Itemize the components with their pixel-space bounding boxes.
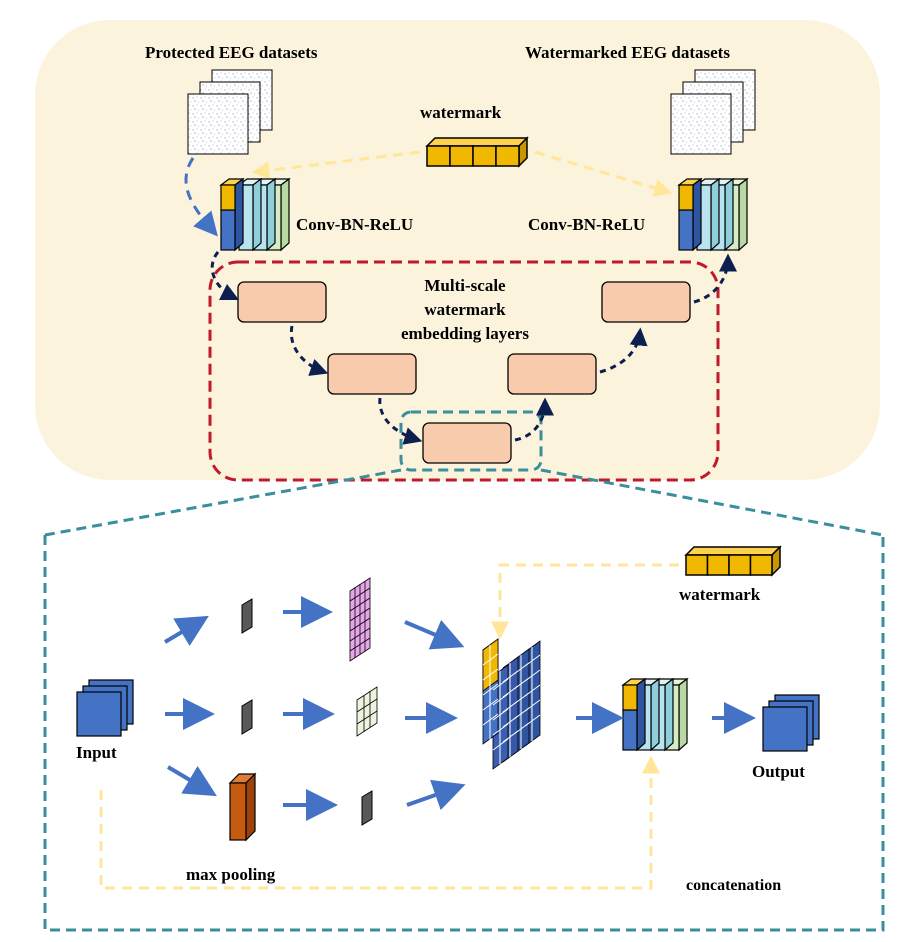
watermark-label-detail: watermark: [679, 585, 761, 604]
max-pooling-label: max pooling: [186, 865, 276, 884]
protected-eeg-stack: [187, 69, 273, 155]
watermark-block-top: [425, 136, 529, 168]
detail-highlight-box: [399, 410, 543, 472]
conv-bn-relu-block-left: [219, 177, 291, 252]
max-pooling-block: [228, 772, 257, 842]
output-feature-stack: [762, 694, 820, 752]
embedding-block-5: [601, 281, 691, 323]
watermark-arrow-right: [534, 150, 673, 197]
input-flow-arrow: [184, 157, 218, 237]
embedding-title-line-2: watermark: [424, 300, 506, 319]
embedding-title-line-1: Multi-scale: [424, 276, 506, 295]
branch-1-feature: [241, 598, 253, 634]
pink-feature-grid: [349, 577, 371, 662]
watermark-injection-path: [491, 563, 679, 640]
zoom-line-left: [44, 468, 402, 537]
output-label: Output: [752, 762, 805, 781]
concatenated-feature-grid: [482, 638, 541, 770]
embedding-block-1: [237, 281, 327, 323]
input-label: Input: [76, 743, 117, 762]
embedding-layers-box: [208, 260, 720, 482]
embedding-block-4: [507, 353, 597, 395]
branch-3-feature: [361, 790, 373, 826]
embedding-title-line-3: embedding layers: [401, 324, 529, 343]
input-feature-stack: [76, 679, 134, 737]
detail-panel-border: [43, 535, 885, 932]
skip-connection-path: [99, 755, 660, 890]
branch-2-feature: [241, 699, 253, 735]
watermark-arrow-left: [251, 150, 421, 180]
green-feature-grid: [356, 686, 378, 737]
watermarked-eeg-label: Watermarked EEG datasets: [525, 43, 730, 62]
embedding-flow-arrows: [210, 251, 737, 445]
protected-eeg-label: Protected EEG datasets: [145, 43, 318, 62]
embedding-block-2: [327, 353, 417, 395]
detail-flow-arrows: [163, 596, 756, 821]
conv-label-right: Conv-BN-ReLU: [528, 215, 645, 234]
watermark-block-detail: [684, 545, 782, 577]
conv-bn-relu-block-right: [677, 177, 749, 252]
embedding-block-3: [422, 422, 512, 464]
zoom-line-right: [540, 468, 884, 537]
conv-label-left: Conv-BN-ReLU: [296, 215, 413, 234]
watermarked-eeg-stack: [670, 69, 756, 155]
watermark-label-top: watermark: [420, 103, 502, 122]
conv-bn-relu-block-detail: [621, 677, 689, 752]
concatenation-label: concatenation: [686, 877, 781, 894]
